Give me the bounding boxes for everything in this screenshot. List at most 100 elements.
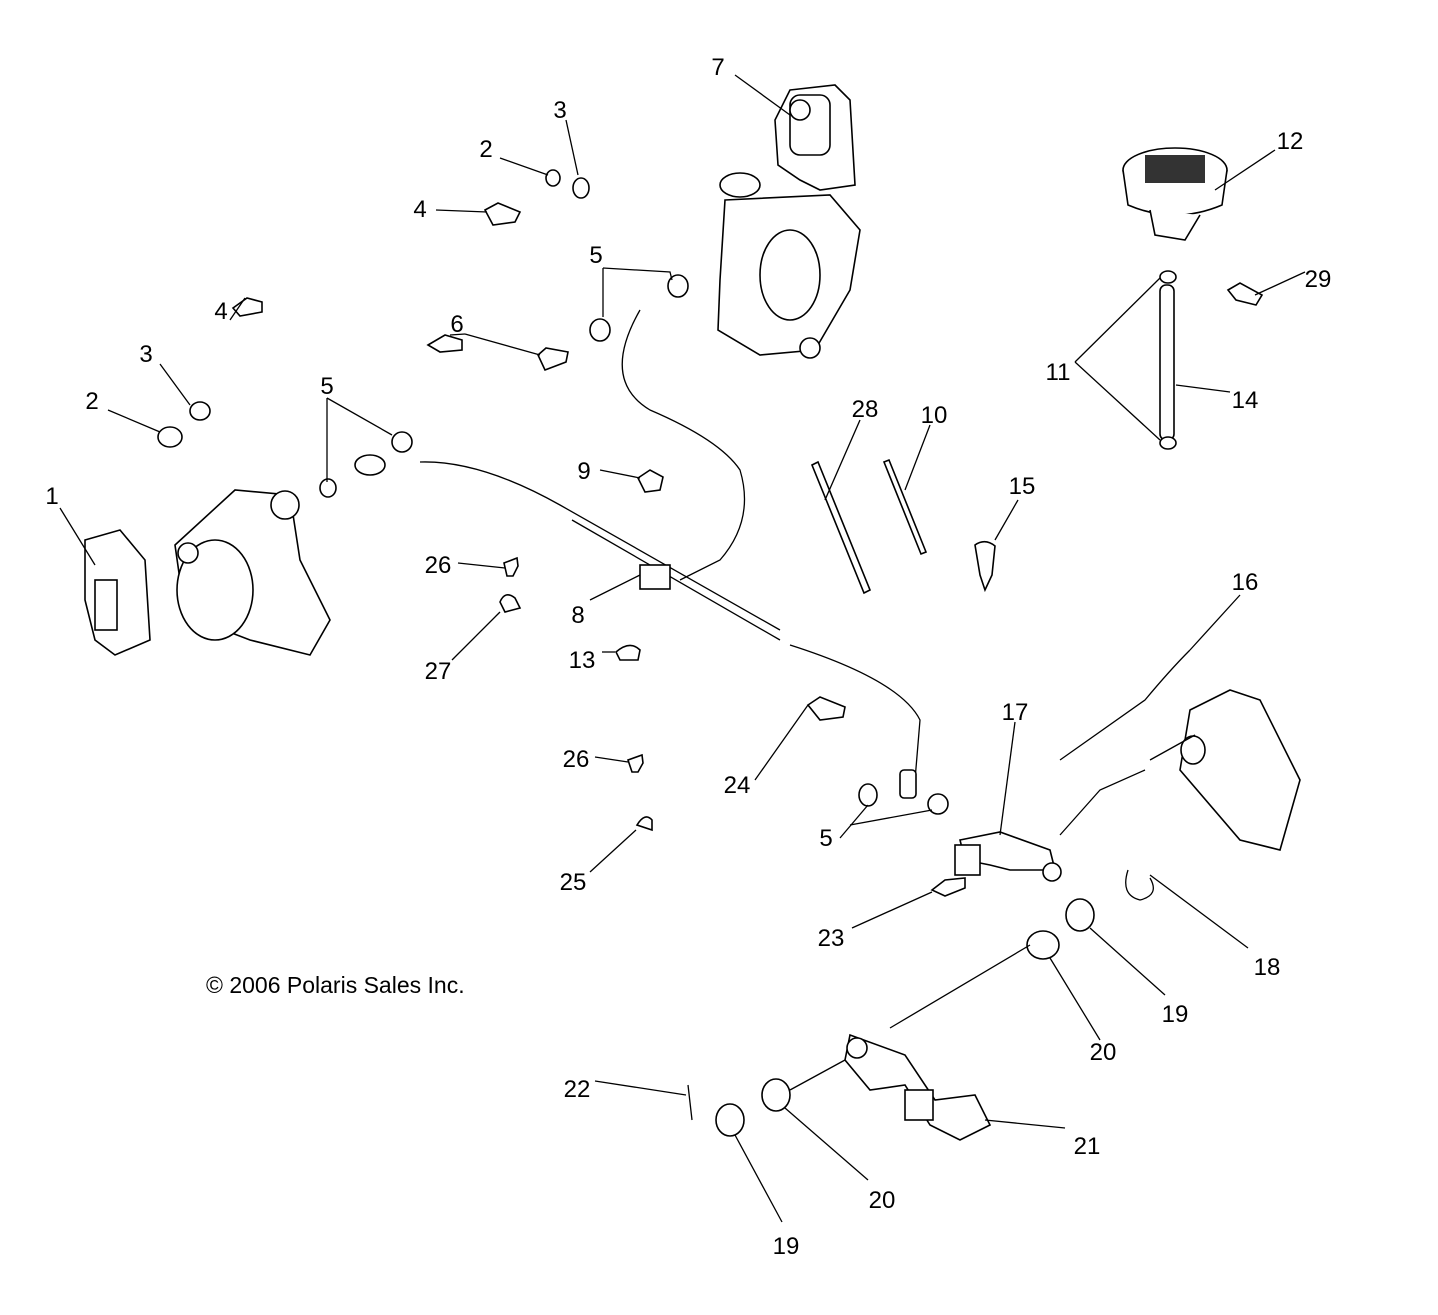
leader-line [1074, 277, 1161, 363]
callout-2: 2 [479, 136, 492, 163]
leader-line [159, 363, 191, 406]
leader-lines [59, 74, 1306, 1223]
part-bolt-29 [1226, 282, 1264, 306]
part-brake-pedal [844, 1033, 992, 1141]
leader-line [435, 209, 488, 213]
leader-line [984, 1119, 1066, 1129]
leader-line [784, 1107, 869, 1181]
leader-line [599, 469, 641, 479]
callout-4: 4 [214, 298, 227, 325]
callout-22: 22 [564, 1076, 591, 1103]
callout-3: 3 [139, 341, 152, 368]
callout-3: 3 [553, 97, 566, 124]
part-knuckle-left [174, 489, 331, 656]
leader-line [589, 574, 641, 601]
leader-line [839, 804, 869, 839]
callout-1: 1 [45, 483, 58, 510]
leader-line [1089, 927, 1166, 996]
part-clamp-bottom [1159, 436, 1177, 450]
leader-line [464, 333, 541, 356]
leader-line [229, 297, 246, 321]
leader-line [107, 409, 161, 433]
callout-25: 25 [560, 869, 587, 896]
callout-10: 10 [921, 402, 948, 429]
callout-12: 12 [1277, 128, 1304, 155]
leader-line [602, 267, 673, 281]
callout-11: 11 [1046, 359, 1071, 386]
callout-13: 13 [569, 647, 596, 674]
leader-line [1049, 957, 1101, 1041]
callout-19: 19 [773, 1233, 800, 1260]
part-knuckle-top [717, 172, 861, 359]
part-hardware [157, 169, 1154, 1137]
part-frame-bracket [1149, 689, 1301, 851]
part-brake-lines [354, 309, 1191, 799]
callout-20: 20 [869, 1187, 896, 1214]
leader-line [851, 891, 933, 929]
callout-2: 2 [85, 388, 98, 415]
leader-line [999, 721, 1016, 836]
leader-line [1149, 874, 1249, 949]
leader-line [1175, 384, 1231, 393]
callout-5: 5 [589, 242, 602, 269]
callout-15: 15 [1009, 473, 1036, 500]
part-cable-tie-10 [882, 458, 928, 556]
callout-20: 20 [1090, 1039, 1117, 1066]
leader-line [594, 756, 629, 763]
callout-27: 27 [425, 658, 452, 685]
part-caliper-top [774, 84, 856, 191]
callout-7: 7 [711, 54, 724, 81]
callout-8: 8 [571, 602, 584, 629]
leader-line [589, 829, 637, 873]
leader-line [824, 419, 861, 501]
callout-19: 19 [1162, 1001, 1189, 1028]
callout-6: 6 [450, 311, 463, 338]
callout-26: 26 [425, 552, 452, 579]
leader-line [1074, 361, 1161, 441]
leader-line [1189, 594, 1241, 651]
parts-drawing [84, 84, 1301, 1141]
callout-17: 17 [1002, 699, 1029, 726]
part-cable-tie-28 [810, 460, 872, 595]
leader-line [849, 809, 933, 826]
leader-line [1254, 271, 1306, 296]
callout-16: 16 [1232, 569, 1259, 596]
callout-5: 5 [819, 825, 832, 852]
leader-line [594, 1080, 687, 1096]
leader-line [904, 424, 931, 491]
callout-21: 21 [1074, 1133, 1101, 1160]
callout-4: 4 [413, 196, 426, 223]
callout-18: 18 [1254, 954, 1281, 981]
leader-line [457, 562, 506, 569]
part-clamp-top [1159, 270, 1177, 284]
leader-line [59, 507, 96, 566]
callout-26: 26 [563, 746, 590, 773]
leader-line [565, 119, 579, 176]
part-master-cylinder [954, 769, 1146, 882]
callout-28: 28 [852, 396, 879, 423]
leader-line [326, 397, 393, 436]
leader-line [889, 944, 1031, 1029]
callout-23: 23 [818, 925, 845, 952]
leader-line [451, 611, 501, 661]
part-reservoir [1122, 147, 1228, 241]
callout-14: 14 [1232, 387, 1259, 414]
callout-29: 29 [1305, 266, 1332, 293]
leader-line [499, 157, 549, 176]
callout-9: 9 [577, 458, 590, 485]
callout-5: 5 [320, 373, 333, 400]
part-hose [1159, 284, 1175, 441]
leader-line [734, 1134, 783, 1223]
leader-line [789, 1059, 846, 1091]
leader-line [1214, 149, 1276, 191]
leader-line [754, 704, 809, 781]
copyright-notice: © 2006 Polaris Sales Inc. [206, 972, 465, 998]
leader-line [994, 499, 1019, 541]
leader-line [734, 74, 791, 116]
callout-24: 24 [724, 772, 751, 799]
leader-line [449, 333, 466, 336]
part-caliper-left [84, 529, 151, 656]
